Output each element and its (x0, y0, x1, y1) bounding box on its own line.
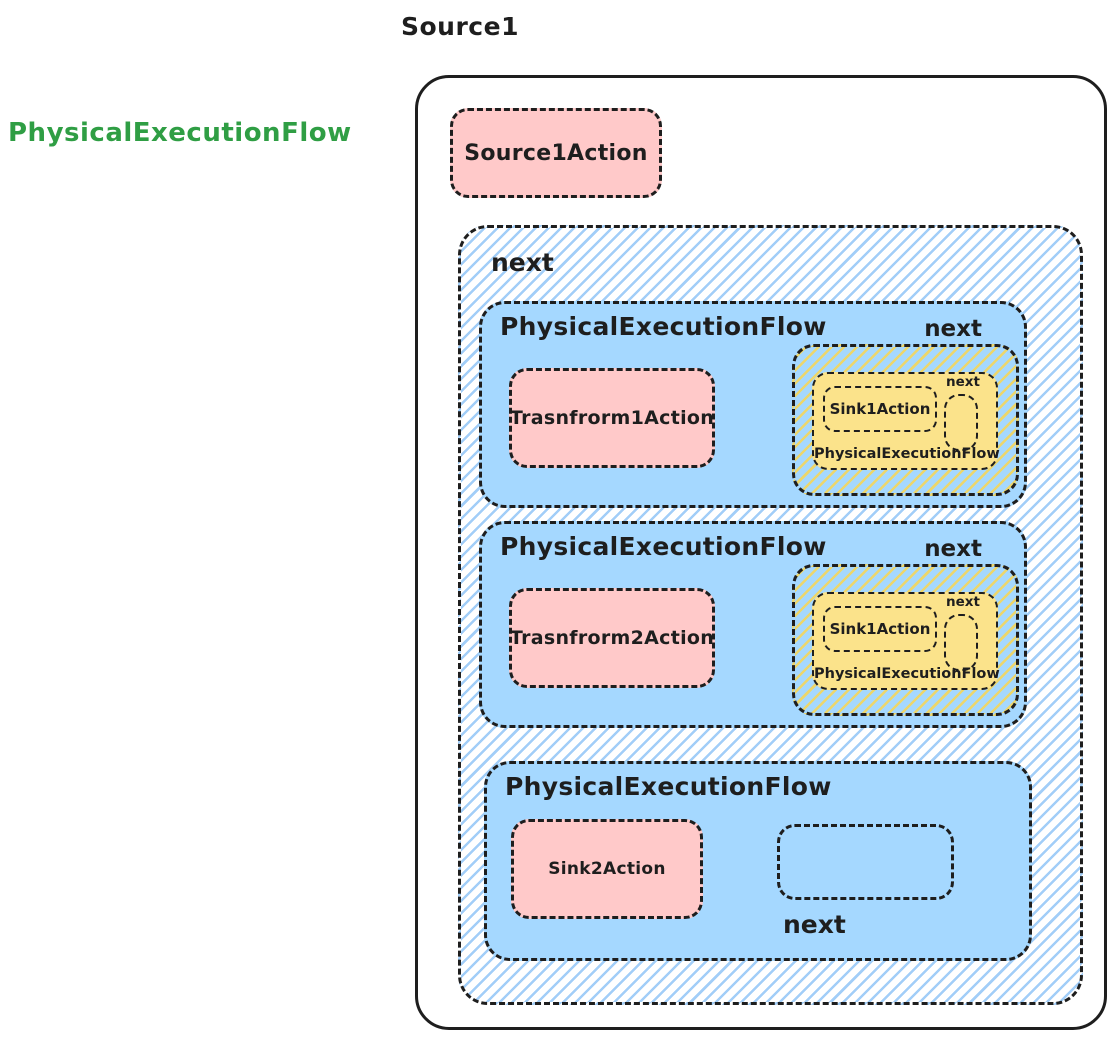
trasnfrorm1action-label: Trasnfrorm1Action (509, 407, 715, 429)
nested-physical-execution-flow-box-2: Sink1Action next PhysicalExecutionFlow (812, 592, 1000, 690)
trasnfrorm1action-box: Trasnfrorm1Action (509, 368, 715, 468)
nested-flow-caption-2: PhysicalExecutionFlow (814, 666, 1000, 682)
sink1action-box-1: Sink1Action (823, 386, 937, 432)
diagram-title: Source1 (401, 12, 519, 41)
nested-flow-caption-1: PhysicalExecutionFlow (814, 446, 1000, 462)
sink2action-label: Sink2Action (548, 859, 666, 879)
flow-3-title: PhysicalExecutionFlow (505, 772, 832, 801)
flow-1-title: PhysicalExecutionFlow (500, 312, 827, 341)
source1action-box: Source1Action (450, 108, 662, 198)
physical-execution-flow-box-1: PhysicalExecutionFlow next Trasnfrorm1Ac… (479, 301, 1027, 508)
source1action-label: Source1Action (464, 140, 648, 166)
sink1action-label-1: Sink1Action (829, 400, 931, 418)
nested-next-slot-box-2 (944, 614, 978, 671)
flow-1-next-label: next (924, 316, 982, 342)
side-label-physical-execution-flow: PhysicalExecutionFlow (8, 118, 352, 148)
nested-next-hatched-container-1: Sink1Action next PhysicalExecutionFlow (792, 344, 1019, 496)
sink1action-label-2: Sink1Action (829, 620, 931, 638)
nested-physical-execution-flow-box-1: Sink1Action next PhysicalExecutionFlow (812, 372, 1000, 470)
next-hatched-container: next PhysicalExecutionFlow next Trasnfro… (458, 225, 1083, 1005)
trasnfrorm2action-box: Trasnfrorm2Action (509, 588, 715, 688)
physical-execution-flow-box-3: PhysicalExecutionFlow Sink2Action next (484, 761, 1032, 961)
empty-next-slot-box (777, 824, 954, 900)
flow-2-title: PhysicalExecutionFlow (500, 532, 827, 561)
sink1action-box-2: Sink1Action (823, 606, 937, 652)
flow-3-next-label: next (783, 910, 846, 939)
nested-next-label-1: next (946, 374, 980, 390)
next-container-label: next (491, 248, 554, 277)
sink2action-box: Sink2Action (511, 819, 703, 919)
nested-next-hatched-container-2: Sink1Action next PhysicalExecutionFlow (792, 564, 1019, 716)
source1-container-box: Source1Action next PhysicalExecutionFlow… (415, 75, 1107, 1030)
trasnfrorm2action-label: Trasnfrorm2Action (509, 627, 715, 649)
physical-execution-flow-box-2: PhysicalExecutionFlow next Trasnfrorm2Ac… (479, 521, 1027, 728)
nested-next-slot-box-1 (944, 394, 978, 451)
nested-next-label-2: next (946, 594, 980, 610)
flow-2-next-label: next (924, 536, 982, 562)
